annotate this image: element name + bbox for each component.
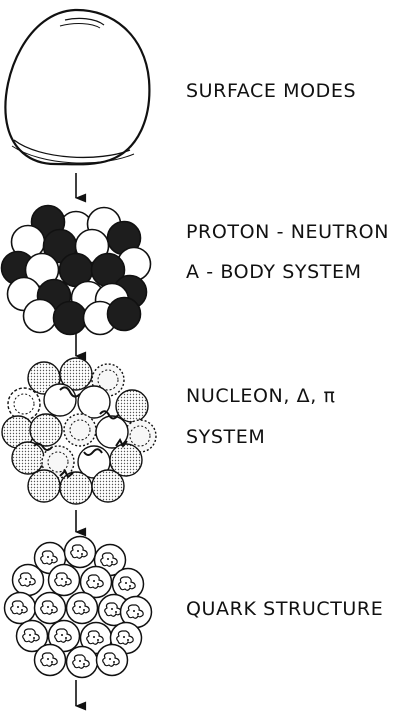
nucleon-sphere xyxy=(78,386,110,418)
nucleon-sphere xyxy=(12,442,44,474)
quark-dot xyxy=(47,556,49,558)
neutron-sphere xyxy=(24,300,57,333)
quark-dot xyxy=(17,606,19,608)
quark-dot xyxy=(109,658,111,660)
quark-structure-label: QUARK STRUCTURE xyxy=(186,600,383,619)
quark-dot xyxy=(77,550,79,552)
nucleon-sphere xyxy=(116,390,148,422)
quark-dot xyxy=(93,580,95,582)
quark-dot xyxy=(129,585,131,587)
quark-structure-cluster xyxy=(5,537,152,678)
quark-dot xyxy=(79,660,81,662)
quark-dot xyxy=(125,582,127,584)
nucleon-delta-pion-cluster xyxy=(2,358,156,504)
surface-modes-label: SURFACE MODES xyxy=(186,82,356,101)
quark-dot xyxy=(51,559,53,561)
quark-dot xyxy=(79,606,81,608)
quark-dot xyxy=(61,634,63,636)
nucleon-sphere xyxy=(60,472,92,504)
quark-dot xyxy=(83,663,85,665)
delta-sphere xyxy=(8,388,40,420)
proton-neutron-cluster xyxy=(2,206,151,335)
a-body-system-label: A - BODY SYSTEM xyxy=(186,263,362,282)
quark-dot xyxy=(107,558,109,560)
quark-dot xyxy=(51,609,53,611)
quark-dot xyxy=(133,610,135,612)
quark-dot xyxy=(47,606,49,608)
system-label: SYSTEM xyxy=(186,428,265,447)
quark-dot xyxy=(29,581,31,583)
quark-dot xyxy=(115,611,117,613)
quark-dot xyxy=(21,609,23,611)
quark-dot xyxy=(111,608,113,610)
surface-modes-shape xyxy=(5,10,149,164)
proton-sphere xyxy=(54,302,87,335)
quark-dot xyxy=(65,581,67,583)
quark-dot xyxy=(111,561,113,563)
quark-dot xyxy=(137,613,139,615)
quark-dot xyxy=(29,634,31,636)
nucleon-delta-pi-label: NUCLEON, Δ, π xyxy=(186,387,336,406)
nucleon-sphere xyxy=(30,414,62,446)
delta-sphere xyxy=(64,414,96,446)
quark-dot xyxy=(83,609,85,611)
proton-sphere xyxy=(108,298,141,331)
quark-dot xyxy=(123,636,125,638)
quark-dot xyxy=(127,639,129,641)
quark-dot xyxy=(81,553,83,555)
quark-dot xyxy=(97,639,99,641)
proton-neutron-label: PROTON - NEUTRON xyxy=(186,223,389,242)
nucleon-sphere xyxy=(28,470,60,502)
quark-dot xyxy=(51,661,53,663)
quark-dot xyxy=(93,636,95,638)
quark-dot xyxy=(33,637,35,639)
quark-dot xyxy=(61,578,63,580)
quark-dot xyxy=(25,578,27,580)
quark-dot xyxy=(97,583,99,585)
nucleon-sphere xyxy=(96,416,128,448)
quark-dot xyxy=(47,658,49,660)
quark-dot xyxy=(113,661,115,663)
quark-dot xyxy=(65,637,67,639)
nucleon-sphere xyxy=(92,470,124,502)
